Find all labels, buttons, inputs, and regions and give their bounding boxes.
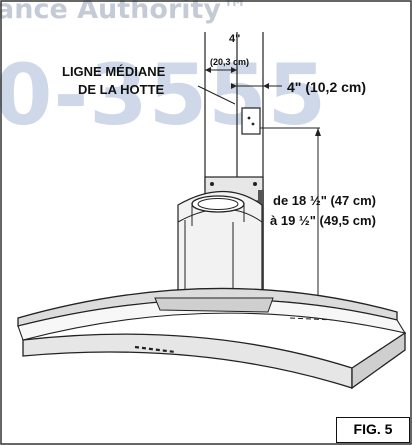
- canopy-side: [351, 331, 406, 390]
- offset-label: 4" (10,2 cm): [287, 79, 367, 95]
- height-label-line2: à 19 ½" (49,5 cm): [270, 213, 376, 228]
- centerline-label-line1: LIGNE MÉDIANE: [62, 64, 166, 79]
- canopy-front: [22, 333, 353, 389]
- centerline-leader: [197, 85, 236, 105]
- watermark-top: ance Authority™: [0, 0, 249, 25]
- blower-housing: [177, 190, 263, 297]
- centerline-label-line2: DE LA HOTTE: [78, 82, 165, 97]
- outlet-icon: [241, 107, 261, 135]
- figure-label: FIG. 5: [336, 417, 410, 443]
- width-label-cm: (20,3 cm): [210, 57, 250, 67]
- height-label-line1: de 18 ½" (47 cm): [273, 193, 376, 208]
- width-label-in: 4": [229, 33, 241, 45]
- body-base: [154, 297, 274, 313]
